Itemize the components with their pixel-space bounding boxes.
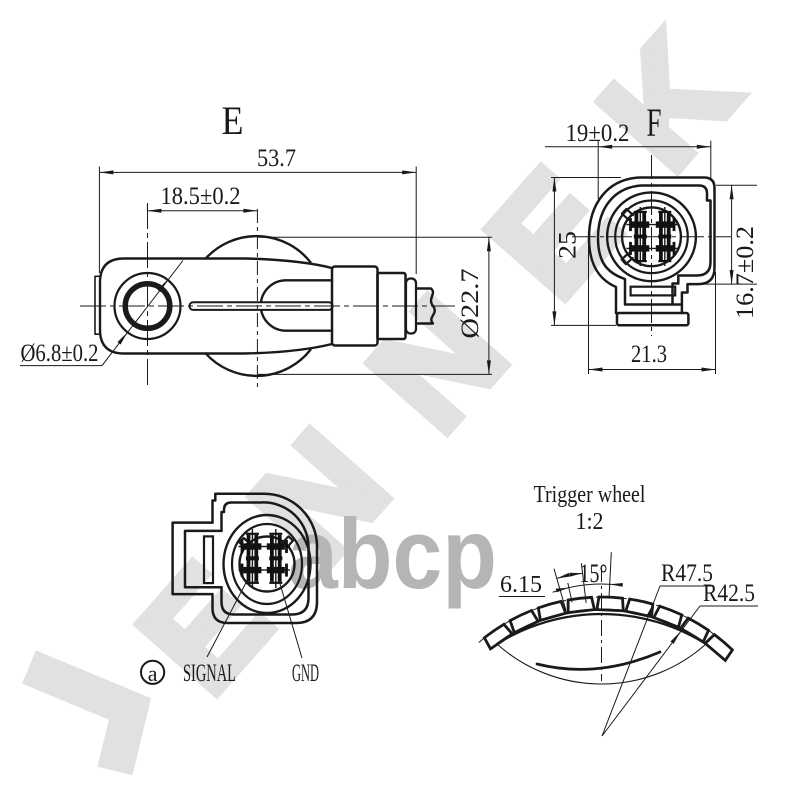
svg-text:R42.5: R42.5 [703,580,755,607]
svg-text:GND: GND [292,660,319,687]
svg-text:15°: 15° [580,559,608,588]
svg-text:53.7: 53.7 [257,145,296,172]
svg-text:Trigger wheel: Trigger wheel [534,482,646,508]
svg-text:abcp: abcp [288,498,497,609]
svg-text:25: 25 [555,231,582,259]
svg-text:SIGNAL: SIGNAL [183,660,236,687]
svg-text:6.15: 6.15 [500,572,542,598]
svg-text:R47.5: R47.5 [661,560,713,587]
svg-text:19±0.2: 19±0.2 [566,120,630,147]
svg-text:F: F [647,100,662,145]
svg-text:16.7±0.2: 16.7±0.2 [732,226,759,319]
svg-text:21.3: 21.3 [631,341,667,368]
svg-text:Ø6.8±0.2: Ø6.8±0.2 [21,340,99,367]
svg-text:E: E [222,98,244,143]
svg-text:18.5±0.2: 18.5±0.2 [161,183,241,210]
svg-text:1:2: 1:2 [576,509,604,535]
svg-text:a: a [148,661,158,686]
svg-text:Ø22.7: Ø22.7 [457,269,484,339]
